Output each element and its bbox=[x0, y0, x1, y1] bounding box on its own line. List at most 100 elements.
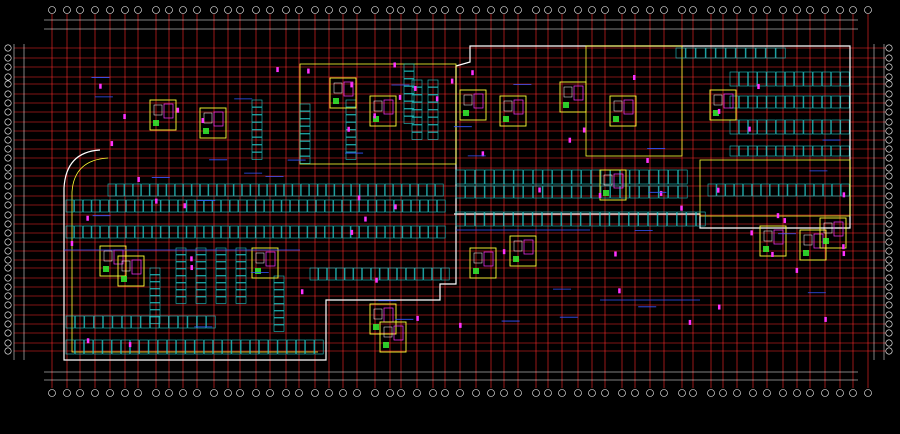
parking-stall bbox=[778, 183, 788, 197]
parking-stall bbox=[359, 183, 368, 197]
parking-stall bbox=[235, 275, 247, 283]
parking-stall bbox=[552, 185, 562, 199]
annotation-tick bbox=[350, 229, 354, 235]
parking-stall bbox=[307, 225, 316, 239]
axis-bubble bbox=[821, 389, 829, 397]
parking-stall bbox=[215, 289, 227, 297]
axis-bubble bbox=[678, 389, 686, 397]
equipment-mark bbox=[713, 110, 719, 116]
axis-bubble bbox=[456, 6, 464, 14]
parking-stall bbox=[309, 183, 318, 197]
parking-stall bbox=[393, 183, 402, 197]
parking-stall bbox=[419, 225, 429, 239]
parking-stall bbox=[359, 199, 368, 213]
axis-bubble bbox=[371, 389, 379, 397]
parking-stall bbox=[345, 144, 357, 153]
axis-bubble bbox=[885, 127, 893, 135]
parking-stall bbox=[376, 225, 386, 239]
parking-stall bbox=[513, 169, 524, 185]
axis-bubble bbox=[4, 127, 12, 135]
parking-stall bbox=[275, 183, 284, 197]
parking-stall bbox=[686, 211, 696, 227]
parking-stall bbox=[326, 183, 335, 197]
equipment-mark bbox=[255, 268, 261, 274]
parking-stall bbox=[149, 288, 161, 296]
parking-stall bbox=[657, 211, 668, 227]
axis-bubble bbox=[749, 389, 757, 397]
parking-stall bbox=[251, 99, 263, 108]
axis-bubble bbox=[601, 6, 609, 14]
parking-stall bbox=[235, 247, 247, 255]
parking-stall bbox=[121, 315, 132, 329]
parking-stall bbox=[757, 119, 767, 135]
parking-stall bbox=[376, 183, 385, 197]
annotation-tick bbox=[471, 70, 474, 76]
parking-stall bbox=[247, 225, 256, 239]
parking-stall bbox=[794, 145, 804, 157]
axis-bubble bbox=[885, 201, 893, 209]
parking-stall bbox=[344, 267, 354, 281]
axis-bubble bbox=[4, 145, 12, 153]
parking-stall bbox=[169, 199, 178, 213]
parking-stall bbox=[222, 339, 232, 355]
axis-bubble bbox=[224, 389, 232, 397]
axis-bubble bbox=[91, 389, 99, 397]
parking-stall bbox=[840, 183, 850, 197]
core-outline bbox=[251, 247, 279, 279]
parking-stall bbox=[281, 225, 291, 239]
parking-stall bbox=[411, 109, 423, 118]
annotation-tick bbox=[659, 190, 663, 196]
axis-bubble bbox=[210, 6, 218, 14]
axis-bubble bbox=[441, 389, 449, 397]
parking-stall bbox=[513, 185, 524, 199]
parking-stall bbox=[705, 47, 716, 59]
parking-stall bbox=[831, 119, 841, 135]
axis-bubble bbox=[885, 274, 893, 282]
parking-stall bbox=[803, 71, 813, 87]
parking-stall bbox=[242, 183, 251, 197]
axis-bubble bbox=[660, 6, 668, 14]
equipment-mark bbox=[473, 268, 479, 274]
parking-stall bbox=[178, 315, 188, 329]
parking-stall bbox=[299, 141, 311, 149]
parking-stall bbox=[298, 199, 308, 213]
parking-stall bbox=[757, 71, 767, 87]
parking-stall bbox=[794, 71, 804, 87]
parking-stall bbox=[194, 339, 204, 355]
parking-stall bbox=[206, 315, 216, 329]
core-outline bbox=[459, 89, 487, 121]
annotation-tick bbox=[201, 118, 204, 124]
axis-bubble bbox=[885, 73, 893, 81]
parking-stall bbox=[385, 225, 394, 239]
axis-bubble bbox=[311, 6, 319, 14]
parking-stall bbox=[401, 183, 410, 197]
parking-stall bbox=[235, 254, 247, 262]
parking-stall bbox=[350, 199, 360, 213]
parking-stall bbox=[195, 275, 207, 283]
axis-bubble bbox=[532, 389, 540, 397]
parking-stall bbox=[542, 211, 552, 227]
parking-stall bbox=[264, 199, 273, 213]
axis-bubble bbox=[121, 6, 129, 14]
axis-bubble bbox=[325, 389, 333, 397]
parking-stall bbox=[187, 315, 197, 329]
axis-bubble bbox=[763, 6, 771, 14]
annotation-tick bbox=[750, 230, 753, 236]
parking-stall bbox=[388, 267, 397, 281]
stair-elevator-cores bbox=[99, 77, 847, 353]
axis-bubble bbox=[4, 283, 12, 291]
parking-stall bbox=[345, 114, 357, 123]
parking-stall bbox=[149, 267, 161, 275]
parking-stall bbox=[175, 296, 187, 304]
inner-wall-line bbox=[71, 157, 318, 353]
parking-stall bbox=[504, 169, 514, 185]
axis-bubble bbox=[707, 389, 715, 397]
parking-stall bbox=[65, 199, 75, 213]
parking-stall bbox=[609, 211, 619, 227]
parking-stall bbox=[757, 95, 767, 109]
elevator-shaft bbox=[373, 308, 383, 320]
axis-bubble bbox=[806, 389, 814, 397]
parking-stall bbox=[411, 199, 420, 213]
parking-stall bbox=[240, 339, 250, 355]
